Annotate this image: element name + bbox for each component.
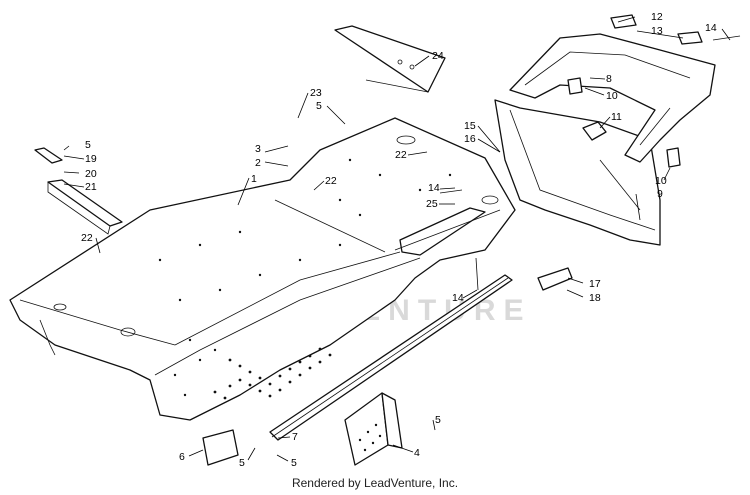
- part-4-angle-bracket: [344, 392, 403, 466]
- callout-20: 20: [85, 168, 97, 180]
- callout-14-a: 14: [705, 22, 717, 34]
- callout-25: 25: [426, 198, 438, 210]
- callout-21: 21: [85, 181, 97, 193]
- callout-6: 6: [179, 451, 185, 463]
- callout-2: 2: [255, 157, 261, 169]
- part-10-clip-bottom: [666, 147, 681, 168]
- callout-16: 16: [464, 133, 476, 145]
- callout-13: 13: [651, 25, 663, 37]
- callout-22-b: 22: [325, 175, 337, 187]
- callout-12: 12: [651, 11, 663, 23]
- callout-4: 4: [414, 447, 420, 459]
- callout-22-c: 22: [395, 149, 407, 161]
- callout-5-d: 5: [239, 457, 245, 469]
- callout-14-c: 14: [428, 182, 440, 194]
- callout-22-a: 22: [81, 232, 93, 244]
- part-11-clip: [582, 121, 607, 141]
- callout-3: 3: [255, 143, 261, 155]
- part-17-plate: [537, 267, 573, 291]
- callout-7: 7: [292, 431, 298, 443]
- part-19-strip: [34, 147, 63, 164]
- part-21-bracket: [47, 179, 123, 235]
- callout-18: 18: [589, 292, 601, 304]
- part-25-badge: [399, 207, 486, 256]
- callout-5-c: 5: [85, 139, 91, 151]
- callout-24: 24: [432, 50, 444, 62]
- callout-1: 1: [251, 173, 257, 185]
- part-13-reflector: [677, 31, 703, 45]
- callout-leaders: [63, 16, 731, 462]
- callout-9: 9: [657, 188, 663, 200]
- part-1-tunnel: [9, 117, 516, 421]
- callout-10-b: 10: [655, 175, 667, 187]
- callout-14-b: 14: [452, 292, 464, 304]
- part-12-reflector: [610, 14, 637, 29]
- callout-15: 15: [464, 120, 476, 132]
- part-7-rail: [269, 274, 513, 441]
- callout-19: 19: [85, 153, 97, 165]
- callout-11: 11: [611, 111, 622, 123]
- fastener-bolts: [439, 35, 741, 291]
- callout-10-a: 10: [606, 90, 618, 102]
- callout-17: 17: [589, 278, 601, 290]
- part-6-plate: [202, 429, 239, 466]
- part-9-rear-bumper: [494, 99, 661, 246]
- callout-23: 23: [310, 87, 322, 99]
- callouts: 1 2 3 4 5 5 5 5 5 6 7 8 9 10 10 11 12 13…: [81, 11, 717, 469]
- callout-8: 8: [606, 73, 612, 85]
- callout-5-b: 5: [316, 100, 322, 112]
- part-24-panel: [334, 25, 446, 93]
- footer-credit: Rendered by LeadVenture, Inc.: [291, 476, 459, 490]
- callout-5-a: 5: [435, 414, 441, 426]
- callout-5-e: 5: [291, 457, 297, 469]
- part-10-clip-top: [567, 77, 583, 95]
